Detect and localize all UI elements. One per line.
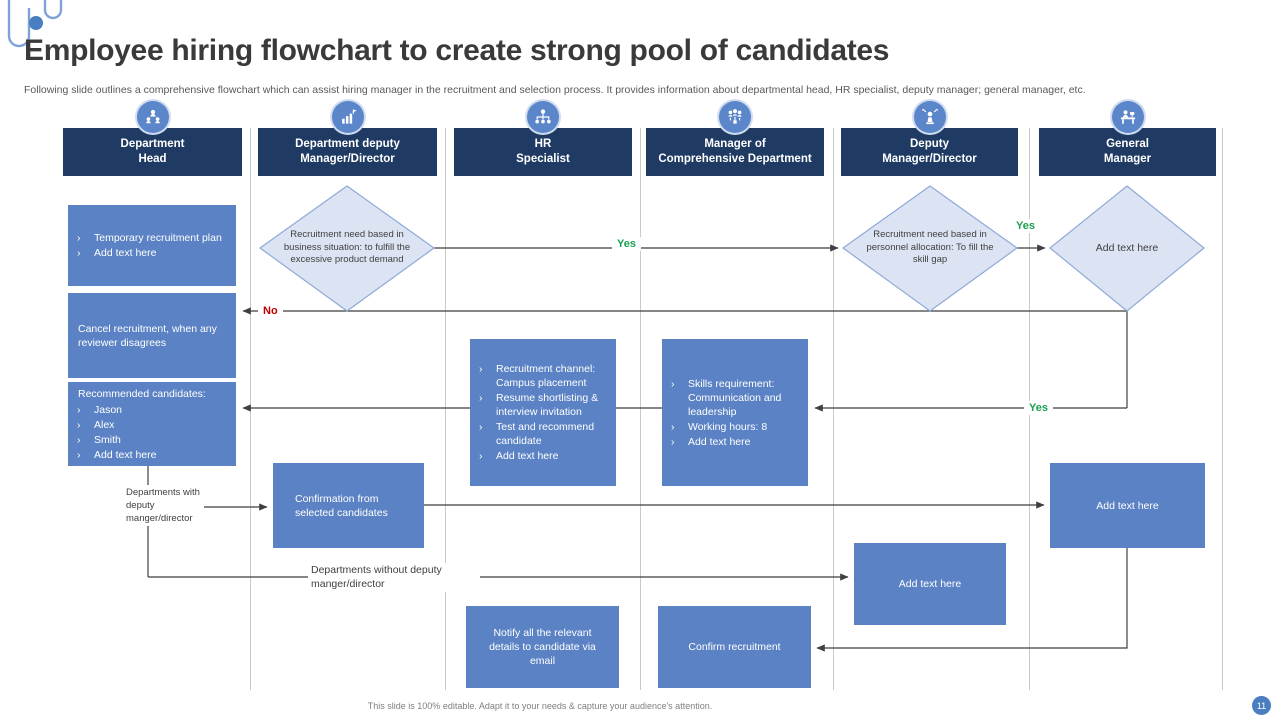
lane-header-label: General Manager (1103, 138, 1152, 165)
lane-header-department-deputy: Department deputy Manager/Director (258, 101, 437, 176)
recommended-candidates-box: Recommended candidates: JasonAlexSmithAd… (68, 382, 236, 466)
lane-divider (833, 128, 834, 690)
manager-desk-icon (1111, 101, 1144, 133)
no-label: No (258, 304, 283, 318)
lane-header-label: Department deputy Manager/Director (295, 138, 400, 165)
decision-business-need-text: Recruitment need based in business situa… (283, 229, 411, 266)
cancel-recruitment-box: Cancel recruitment, when any reviewer di… (68, 293, 236, 378)
lane-header-hr-specialist: HR Specialist (454, 101, 632, 176)
lane-header-manager-comprehensive: Manager of Comprehensive Department (646, 101, 824, 176)
yes-label-business: Yes (612, 237, 641, 251)
lane-header-label: Department Head (120, 138, 185, 165)
team-group-icon (719, 101, 751, 133)
lane-header-department-head: Department Head (63, 101, 242, 176)
hr-channel-box: Recruitment channel: Campus placementRes… (470, 339, 616, 486)
recommended-heading: Recommended candidates: (78, 388, 206, 400)
page-number-badge: 11 (1252, 696, 1271, 715)
chess-king-icon (913, 101, 946, 133)
recommended-list: JasonAlexSmithAdd text here (68, 402, 236, 463)
lane-header-general-manager: General Manager (1039, 101, 1216, 176)
lane-header-deputy-manager: Deputy Manager/Director (841, 101, 1018, 176)
team-hierarchy-icon (136, 101, 169, 133)
growth-chart-icon (331, 101, 364, 133)
lane-header-label: Manager of Comprehensive Department (658, 138, 812, 165)
confirmation-box: Confirmation from selected candidates (273, 463, 424, 548)
page-title: Employee hiring flowchart to create stro… (24, 34, 890, 67)
skills-list: Skills requirement: Communication and le… (662, 376, 808, 450)
without-deputy-label: Departments without deputy manger/direct… (308, 563, 480, 592)
temporary-plan-list: Temporary recruitment planAdd text here (68, 230, 236, 261)
skills-requirement-box: Skills requirement: Communication and le… (662, 339, 808, 486)
decision-add-text (1049, 185, 1205, 312)
temporary-plan-box: Temporary recruitment planAdd text here (68, 205, 236, 286)
add-text-deputy-box: Add text here (854, 543, 1006, 625)
lane-header-label: HR Specialist (516, 138, 570, 165)
yes-label-personnel: Yes (1011, 219, 1040, 233)
lane-header-label: Deputy Manager/Director (882, 138, 977, 165)
decision-personnel-need-text: Recruitment need based in personnel allo… (866, 229, 994, 266)
lane-divider (445, 128, 446, 690)
slide-subtitle: Following slide outlines a comprehensive… (24, 84, 1086, 96)
decision-personnel-need (841, 185, 1019, 312)
hr-channel-list: Recruitment channel: Campus placementRes… (470, 361, 616, 464)
paperclip-decoration-icon (7, 0, 63, 48)
decision-business-need (258, 185, 436, 312)
confirm-recruitment-box: Confirm recruitment (658, 606, 811, 688)
with-deputy-label: Departments with deputy manger/director (124, 485, 204, 526)
add-text-gm-box: Add text here (1050, 463, 1205, 548)
lane-divider (640, 128, 641, 690)
yes-label-gm: Yes (1024, 401, 1053, 415)
org-chart-icon (527, 101, 559, 133)
decision-add-text-label: Add text here (1095, 241, 1159, 254)
lane-divider (1222, 128, 1223, 690)
footer-note: This slide is 100% editable. Adapt it to… (367, 701, 713, 711)
notify-candidate-box: Notify all the relevant details to candi… (466, 606, 619, 688)
